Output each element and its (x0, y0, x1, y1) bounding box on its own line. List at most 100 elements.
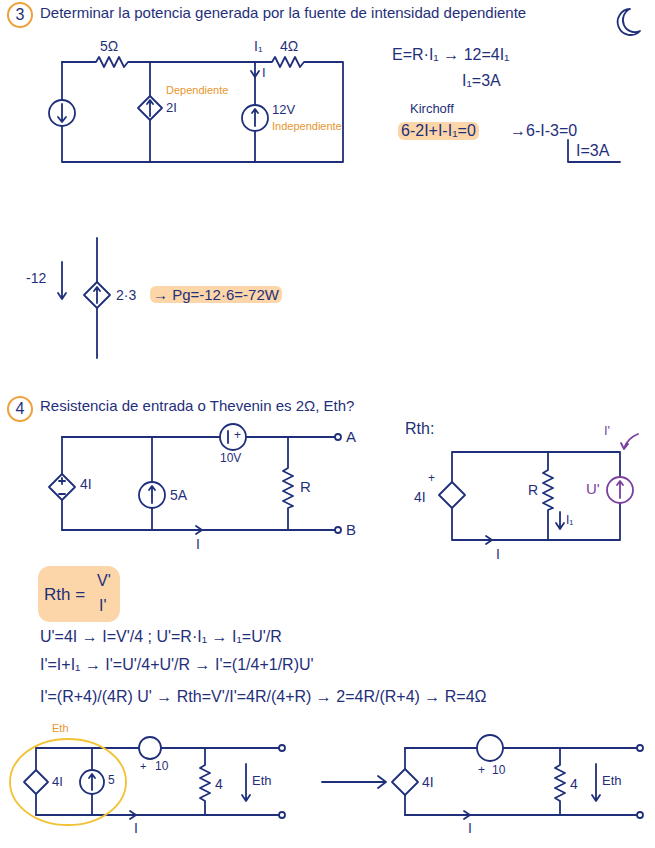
circuit-wires (62, 57, 343, 162)
terminal-dot (335, 527, 341, 533)
equation: I'=(R+4)/(4R) U' → Rth=V'/I'=4R/(4+R) → … (40, 688, 487, 706)
source-value: 2·3 (116, 287, 136, 303)
circuit-wires (452, 452, 620, 540)
test-source-symbol (617, 481, 623, 498)
polarity-mark: + (140, 760, 146, 773)
source-note: Independiente (272, 120, 342, 133)
circuit-wires (452, 452, 620, 544)
resistor-value: 4Ω (280, 38, 298, 54)
equation: →6-I-3=0 (510, 122, 577, 140)
equation: I'=I+I₁ → I'=U'/4+U'/R → I'=(1/4+1/R)U' (40, 656, 314, 674)
note: Eth (52, 722, 69, 735)
circuit-wires (404, 748, 406, 815)
test-source-symbol (607, 434, 638, 503)
resistor-value: 4 (570, 776, 578, 792)
circuit-wires (62, 57, 343, 162)
result: I=3A (576, 142, 609, 160)
voltage-source-symbol (139, 737, 161, 759)
section-title: Determinar la potencia generada por la f… (40, 4, 526, 21)
step-number-circle: 4 (7, 396, 33, 422)
circuit-wires (405, 814, 637, 816)
section-title: Resistencia de entrada o Thevenin es 2Ω,… (40, 397, 354, 414)
terminal-dot (279, 745, 285, 751)
circuit-wires (405, 748, 637, 819)
current-source-symbol (58, 104, 66, 122)
current-source-symbol (49, 100, 75, 126)
equation: 6-2I+I-I₁=0 (398, 122, 479, 140)
polarity-mark: + (234, 429, 241, 443)
circuit-wires (196, 526, 202, 534)
source-group-circle (10, 739, 126, 825)
dependent-source-detail (58, 262, 66, 299)
circuit-wires (242, 764, 250, 801)
terminal-dot (637, 745, 643, 818)
fraction-part: V' (97, 572, 111, 590)
dependent-source-symbol (24, 770, 48, 794)
dependent-source-symbol (59, 478, 65, 494)
voltage-source-symbol (477, 735, 503, 761)
current-source-symbol (49, 100, 75, 126)
test-source-symbol (607, 477, 633, 503)
circuit-wires (200, 748, 210, 815)
circuit-wires (543, 452, 553, 540)
source-value: 10V (220, 452, 241, 466)
dependent-source-detail (94, 287, 100, 303)
current-name: I (134, 820, 138, 836)
current-source-symbol (252, 109, 258, 126)
equation: U'=4I → I=V'/4 ; U'=R·I₁ → I₁=U'/R (40, 628, 282, 646)
dependent-source-symbol (439, 482, 465, 508)
moon-icon (618, 9, 640, 35)
voltage-source-symbol (220, 424, 246, 450)
voltage-name: Eth (602, 774, 622, 789)
circuit-wires (62, 529, 335, 531)
terminal-dot (335, 434, 341, 440)
resistor-name: R (528, 482, 538, 498)
moon-icon (618, 9, 640, 35)
circuit-wires (151, 437, 153, 530)
source-value: 10 (155, 760, 168, 774)
terminal-dot (279, 812, 285, 818)
circuit-wires (405, 747, 637, 749)
highlight-marks (38, 566, 120, 622)
circuit-wires (556, 512, 564, 529)
source-value: 4I (52, 775, 63, 790)
highlight-marks (38, 566, 120, 622)
resistor-name: R (300, 478, 311, 495)
source-value: 10 (492, 764, 505, 778)
step-number-circle: 3 (7, 2, 33, 28)
source-value: 5A (170, 487, 187, 503)
resistor-value: 5Ω (100, 38, 118, 54)
terminal-dot (637, 745, 643, 751)
current-name: I (262, 66, 266, 81)
polarity-mark: + (478, 764, 485, 778)
step-number: 3 (16, 7, 25, 23)
equation: Rth = (44, 585, 85, 605)
current-name: I₁ (254, 38, 263, 54)
circuit-wires (62, 437, 335, 534)
dependent-source-symbol (49, 474, 75, 500)
voltage-source-symbol (227, 431, 229, 443)
test-source-symbol (621, 434, 638, 449)
voltage-name: Eth (252, 774, 272, 789)
resistor-value: 4 (215, 776, 223, 792)
circuit-wires (251, 71, 259, 77)
current-source-symbol (242, 105, 268, 131)
terminal-dot (279, 745, 285, 818)
circuit-wires (592, 764, 600, 801)
voltage-value: -12 (26, 270, 46, 286)
source-value: 5 (108, 774, 115, 788)
current-source-symbol (80, 770, 104, 794)
current-name: I₁ (566, 514, 573, 528)
dependent-source-detail (84, 282, 110, 308)
fraction-part: I' (99, 597, 107, 615)
dependent-source-symbol (138, 96, 162, 120)
circuit-wires (283, 437, 293, 530)
transform-arrow (322, 776, 386, 788)
terminal-dot (637, 812, 643, 818)
terminal-name: B (346, 521, 356, 538)
terminal-dot (335, 434, 341, 533)
circuit-wires (464, 811, 470, 819)
note: Kirchoff (410, 102, 454, 117)
circuit-wires (36, 748, 279, 819)
current-name: I (468, 820, 472, 836)
